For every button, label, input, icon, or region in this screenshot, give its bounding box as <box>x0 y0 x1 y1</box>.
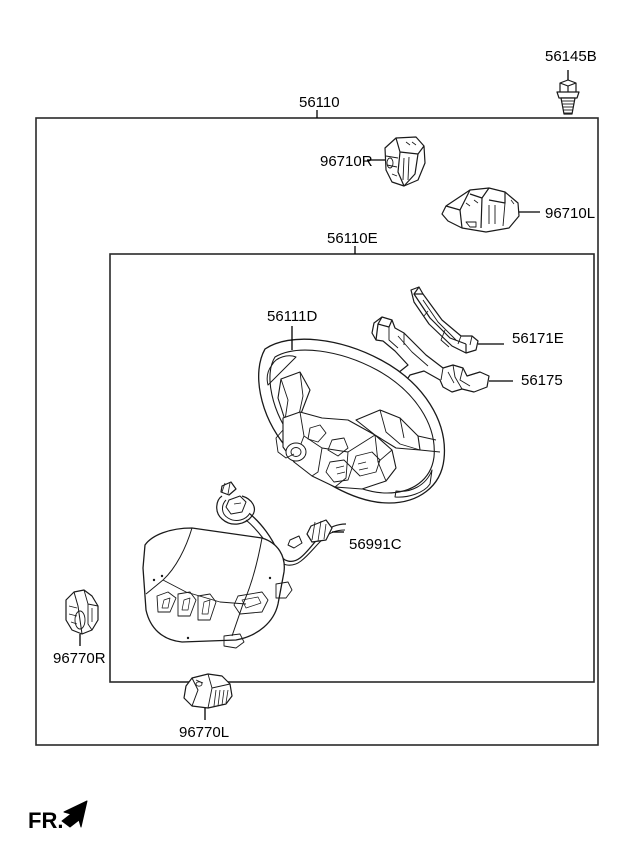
airbag-module-part <box>142 527 293 649</box>
remote-switch-right-part <box>367 136 426 187</box>
wheel-garnish-upper-part <box>410 286 504 354</box>
paddle-shifter-left-part <box>183 673 233 720</box>
paddle-shifter-right-part <box>65 589 99 646</box>
front-direction-arrow-icon <box>61 800 88 828</box>
callout-label-96710l: 96710L <box>545 205 596 222</box>
callout-label-56110e: 56110E <box>327 230 378 247</box>
callout-label-56175: 56175 <box>521 372 563 389</box>
remote-switch-left-part <box>441 187 540 233</box>
inner-group-box <box>109 246 595 683</box>
flange-bolt-part <box>556 70 580 115</box>
outer-group-box <box>35 110 599 746</box>
wire-harness-part <box>216 481 347 566</box>
steering-wheel-body-part <box>258 326 446 504</box>
callout-label-96710r: 96710R <box>320 153 373 170</box>
callout-label-56110: 56110 <box>299 94 340 111</box>
callout-label-56145b: 56145B <box>545 48 597 65</box>
callout-label-96770r: 96770R <box>53 650 106 667</box>
callout-label-56111d: 56111D <box>267 308 318 325</box>
callout-label-96770l: 96770L <box>179 724 230 741</box>
callout-label-56991c: 56991C <box>349 536 402 553</box>
callout-label-56171e: 56171E <box>512 330 564 347</box>
front-direction-label: FR. <box>28 808 64 833</box>
